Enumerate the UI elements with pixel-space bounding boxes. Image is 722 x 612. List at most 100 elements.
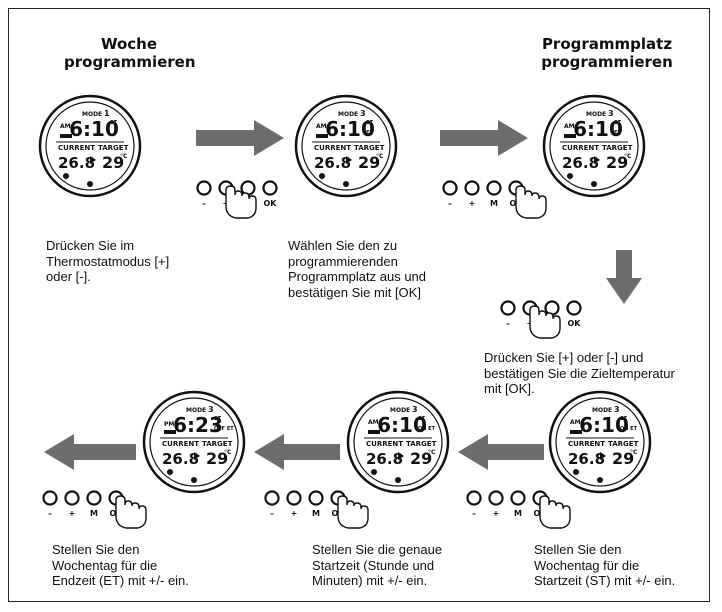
pointing-hand-icon: [529, 305, 561, 339]
mode-number: 3: [412, 405, 418, 414]
time-readout: 6:10: [377, 413, 427, 437]
title-slot-programming: Programmplatz programmieren: [541, 35, 673, 71]
time-readout: 6:10: [325, 117, 375, 141]
flame-icon: [63, 173, 69, 179]
button-row-step3b: –+MOK: [500, 298, 600, 339]
inner-ring: [45, 101, 135, 191]
am-label: AM: [60, 123, 71, 130]
mode-number: 1: [104, 109, 110, 118]
caption-step5: Stellen Sie die genaue Startzeit (Stunde…: [312, 542, 443, 588]
mode-button-label: M: [490, 199, 498, 208]
caption-step2: Wählen Sie den zu programmierenden Progr…: [288, 238, 427, 300]
target-temp: 29: [358, 153, 380, 172]
arrow-left-3: [44, 434, 136, 470]
flame-icon: [567, 173, 573, 179]
battery-icon: [564, 134, 576, 138]
mode-number: 3: [360, 109, 366, 118]
current-label: CURRENT: [162, 440, 199, 448]
unit-label: °C: [428, 449, 436, 456]
arrow-right-1: [196, 120, 284, 156]
ok-button-label: OK: [264, 199, 278, 208]
mode-button: [86, 490, 102, 506]
arrow-down: [606, 250, 642, 304]
time-readout: 6:10: [69, 117, 119, 141]
et-label: OFF ET: [214, 426, 234, 432]
inner-ring: [353, 397, 443, 487]
pm-label: PM: [164, 421, 174, 428]
play-icon: [600, 452, 606, 460]
center-dot-icon: [87, 181, 93, 187]
am-label: AM: [368, 419, 379, 426]
inner-ring: [149, 397, 239, 487]
button-row-step6: –+MOK: [42, 488, 147, 529]
battery-icon: [316, 134, 328, 138]
button-row-step5: –+MOK: [264, 488, 369, 529]
current-temp: 26.8: [314, 154, 351, 172]
inner-ring: [301, 101, 391, 191]
battery-icon: [570, 430, 582, 434]
mode-button: [510, 490, 526, 506]
time-readout: 6:10: [579, 413, 629, 437]
battery-icon: [60, 134, 72, 138]
button-row-step4: –+MOK: [466, 488, 571, 529]
plus-button-label: +: [493, 509, 500, 518]
mode-label: MODE: [338, 111, 358, 118]
title-week-programming: Woche programmieren: [64, 35, 196, 71]
mode-label: MODE: [390, 407, 410, 414]
center-dot-icon: [191, 477, 197, 483]
target-label: TARGET: [608, 440, 639, 448]
minus-button-label: –: [48, 509, 52, 518]
minus-button-label: –: [448, 199, 452, 208]
current-label: CURRENT: [562, 144, 599, 152]
minus-button-label: –: [506, 319, 510, 328]
flame-icon: [371, 469, 377, 475]
target-label: TARGET: [602, 144, 633, 152]
inner-ring: [549, 101, 639, 191]
mode-number: 3: [614, 405, 620, 414]
unit-label: °C: [624, 153, 632, 160]
unit-label: °C: [376, 153, 384, 160]
flame-icon: [573, 469, 579, 475]
am-label: AM: [570, 419, 581, 426]
play-icon: [398, 452, 404, 460]
plus-button: [488, 490, 504, 506]
minus-button: [442, 180, 458, 196]
mode-label: MODE: [82, 111, 102, 118]
mode-button: [486, 180, 502, 196]
unit-label: °C: [630, 449, 638, 456]
minus-button: [42, 490, 58, 506]
am-label: AM: [316, 123, 327, 130]
current-label: CURRENT: [366, 440, 403, 448]
battery-icon: [368, 430, 380, 434]
play-icon: [90, 156, 96, 164]
ok-button-label: OK: [568, 319, 582, 328]
center-dot-icon: [343, 181, 349, 187]
plus-button-label: +: [69, 509, 76, 518]
button-row-step2: –+MOK: [196, 178, 296, 219]
ok-button: [566, 300, 582, 316]
caption-step3: Drücken Sie [+] oder [-] und bestätigen …: [484, 350, 675, 396]
target-label: TARGET: [202, 440, 233, 448]
minus-button: [196, 180, 212, 196]
time-readout: 6:10: [573, 117, 623, 141]
flame-icon: [167, 469, 173, 475]
play-icon: [194, 452, 200, 460]
st-label: ST: [620, 416, 628, 422]
unit-label: °C: [120, 153, 128, 160]
mode-label: MODE: [592, 407, 612, 414]
minus-button-label: –: [472, 509, 476, 518]
et-label: ET: [614, 130, 621, 136]
target-temp: 29: [612, 449, 634, 468]
plus-button: [64, 490, 80, 506]
mode-button-label: M: [312, 509, 320, 518]
pointing-hand-icon: [115, 495, 147, 529]
ok-button: [262, 180, 278, 196]
st-label: ST: [614, 120, 622, 126]
current-temp: 26.8: [58, 154, 95, 172]
pointing-hand-icon: [337, 495, 369, 529]
mode-button-label: M: [90, 509, 98, 518]
